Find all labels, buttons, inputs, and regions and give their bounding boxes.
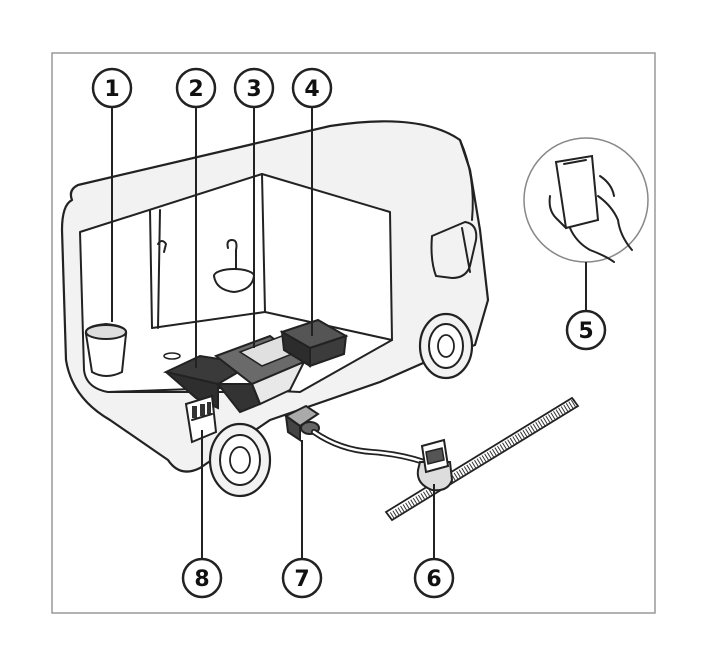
filler-connector — [284, 404, 320, 442]
callout-2: 2 — [175, 67, 217, 109]
callout-8: 8 — [181, 557, 223, 599]
callout-label-7: 7 — [294, 567, 309, 592]
callout-label-1: 1 — [104, 77, 119, 102]
callout-label-2: 2 — [188, 77, 203, 102]
toilet — [84, 322, 128, 377]
leader-lines — [111, 106, 587, 558]
callout-label-4: 4 — [304, 77, 319, 102]
rear-wheel — [208, 422, 272, 498]
callout-label-3: 3 — [246, 77, 261, 102]
smartphone-app — [523, 137, 649, 263]
battery-box — [279, 318, 349, 368]
callout-label-5: 5 — [578, 319, 593, 344]
sink — [213, 239, 255, 294]
callout-5: 5 — [565, 309, 607, 351]
callout-label-8: 8 — [194, 567, 209, 592]
control-panel — [184, 394, 218, 444]
callout-4: 4 — [291, 67, 333, 109]
side-mirror — [430, 220, 478, 280]
callout-3: 3 — [233, 67, 275, 109]
callout-1: 1 — [91, 67, 133, 109]
callout-7: 7 — [281, 557, 323, 599]
front-wheel — [418, 312, 474, 380]
van-illustration — [60, 120, 490, 498]
callout-label-6: 6 — [426, 567, 441, 592]
callout-6: 6 — [413, 557, 455, 599]
